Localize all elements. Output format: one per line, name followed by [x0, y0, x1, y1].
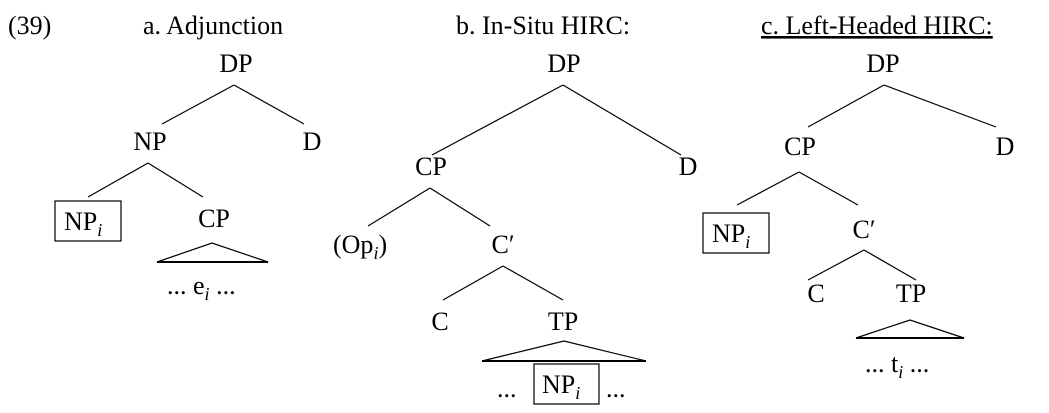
tree-b-cp-node: CP	[415, 152, 447, 181]
tree-b-cbar-node: C′	[491, 230, 514, 259]
tree-b-branch-cp-op	[367, 187, 431, 227]
tree-c-d-node: D	[996, 132, 1015, 161]
tree-b-op-node: (Opi)	[333, 230, 387, 263]
tree-b-branch-cbar-tp	[502, 265, 564, 301]
tree-b-dp-node: DP	[547, 49, 580, 78]
tree-a-cp-node: CP	[198, 204, 230, 233]
tree-c-branch-dp-cp	[807, 84, 885, 128]
tree-b-npi-node: NPi	[542, 370, 580, 403]
tree-a-title: a. Adjunction	[143, 11, 283, 40]
example-number: (39)	[8, 11, 51, 40]
tree-left-headed-hirc: c. Left-Headed HIRC: DP CP D NPi C′ C TP…	[702, 11, 1015, 382]
tree-b-c-node: C	[431, 307, 448, 336]
tree-b-tp-node: TP	[548, 307, 578, 336]
tree-in-situ-hirc: b. In-Situ HIRC: DP CP D (Opi) C′ C TP .…	[333, 11, 698, 405]
tree-b-yield-left: ...	[497, 374, 517, 403]
tree-c-dp-node: DP	[866, 49, 899, 78]
tree-b-branch-dp-cp	[431, 84, 564, 156]
tree-c-branch-dp-d	[883, 84, 997, 128]
tree-b-tp-triangle	[481, 340, 647, 362]
tree-c-npi-box	[702, 212, 770, 254]
tree-a-cp-triangle	[156, 242, 269, 263]
tree-a-np-node: NP	[133, 127, 166, 156]
tree-b-npi-box	[533, 363, 600, 405]
tree-c-branch-cbar-c	[807, 249, 865, 281]
tree-a-dp-node: DP	[219, 49, 252, 78]
tree-a-branch-dp-np	[161, 84, 235, 125]
tree-a-gap-yield: ... ei ...	[167, 271, 236, 304]
tree-a-branch-np-npi	[87, 162, 149, 198]
tree-b-branch-cp-cbar	[429, 187, 491, 227]
tree-c-cp-node: CP	[784, 132, 816, 161]
tree-b-d-node: D	[679, 152, 698, 181]
tree-a-npi-box	[54, 200, 122, 242]
tree-c-branch-cp-npi	[736, 171, 800, 206]
tree-b-branch-cbar-c	[442, 265, 504, 301]
tree-c-title: c. Left-Headed HIRC:	[761, 11, 993, 40]
tree-c-branch-cbar-tp	[863, 249, 917, 281]
tree-c-cbar-node: C′	[852, 215, 875, 244]
tree-c-tp-triangle	[855, 319, 965, 339]
tree-b-branch-dp-d	[562, 84, 682, 156]
tree-c-tp-node: TP	[896, 279, 926, 308]
tree-c-c-node: C	[807, 279, 824, 308]
tree-adjunction: a. Adjunction DP NP D NPi CP ... ei ...	[54, 11, 322, 304]
tree-a-branch-np-cp	[147, 162, 204, 198]
tree-c-npi-node: NPi	[712, 219, 750, 252]
tree-c-trace-yield: ... ti ...	[865, 349, 929, 382]
tree-b-yield-right: ...	[606, 374, 626, 403]
tree-a-npi-node: NPi	[64, 207, 102, 240]
tree-c-branch-cp-cbar	[798, 171, 859, 206]
tree-a-branch-dp-d	[233, 84, 305, 125]
tree-b-title: b. In-Situ HIRC:	[456, 11, 630, 40]
tree-a-d-node: D	[303, 127, 322, 156]
